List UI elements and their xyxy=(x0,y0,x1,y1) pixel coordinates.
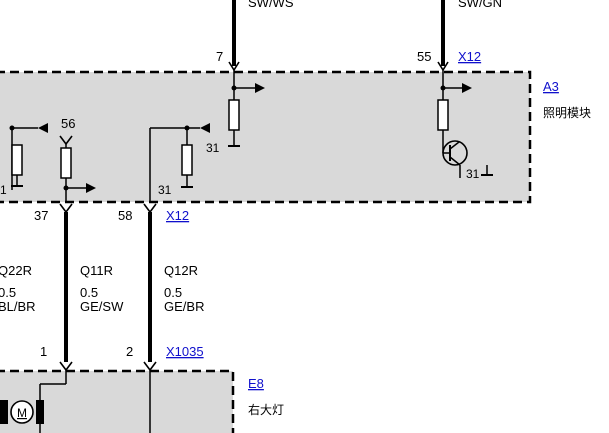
wire-color-sw-gn: SW/GN xyxy=(458,0,502,10)
pin-7-label: 7 xyxy=(216,49,223,64)
pin-56-label: 56 xyxy=(61,116,75,131)
pin-55-label: 55 xyxy=(417,49,431,64)
module-e8-link[interactable]: E8 xyxy=(248,376,264,391)
motor-label: M xyxy=(17,406,27,420)
pin-37-label: 37 xyxy=(34,208,48,223)
arrow-left-icon xyxy=(38,123,48,133)
ground-31-label-b: 31 xyxy=(466,167,480,181)
wire-q12r-color: GE/BR xyxy=(164,299,204,314)
resistor-58 xyxy=(181,144,193,176)
pin-58-connector xyxy=(143,203,157,214)
wire-q12r-code: Q12R xyxy=(164,263,198,278)
resistor-56 xyxy=(60,147,72,179)
pin-37-connector xyxy=(59,203,73,214)
connector-x12-bottom-link[interactable]: X12 xyxy=(166,208,189,223)
ground-label-left: 1 xyxy=(0,183,7,197)
pin-1-connector xyxy=(59,361,73,372)
wire-q11r-code: Q11R xyxy=(80,263,113,278)
arrow-right-icon xyxy=(462,83,472,93)
ground-31-label-c: 31 xyxy=(158,183,172,197)
resistor-55 xyxy=(437,99,449,131)
module-e8-name: 右大灯 xyxy=(248,402,284,417)
resistor-7 xyxy=(228,99,240,131)
connector-x12-top-link[interactable]: X12 xyxy=(458,49,481,64)
lighting-module-box xyxy=(0,70,532,204)
arrow-right-icon xyxy=(255,83,265,93)
headlamp-box xyxy=(0,369,235,433)
ground-31-label-a: 31 xyxy=(206,141,220,155)
wire-q12r-gauge: 0.5 xyxy=(164,285,182,300)
transistor-emitter xyxy=(449,156,461,166)
resistor-left xyxy=(11,144,23,176)
arrow-left-icon xyxy=(200,123,210,133)
wire-q11r-gauge: 0.5 xyxy=(80,285,98,300)
pin-2-label: 2 xyxy=(126,344,133,359)
arrow-right-icon xyxy=(86,183,96,193)
e8-motor-brush xyxy=(36,400,44,424)
pin-2-connector xyxy=(143,361,157,372)
wire-q11r-color: GE/SW xyxy=(80,299,124,314)
pin-1-label: 1 xyxy=(40,344,47,359)
wire-q22r-color: BL/BR xyxy=(0,299,36,314)
pin-58-label: 58 xyxy=(118,208,132,223)
module-a3-name: 照明模块 xyxy=(543,106,591,120)
wire-q22r-gauge: 0.5 xyxy=(0,285,16,300)
module-a3-link[interactable]: A3 xyxy=(543,79,559,94)
wire-q22r-code: Q22R xyxy=(0,263,32,278)
wire-color-sw-ws: SW/WS xyxy=(248,0,294,10)
motor-icon xyxy=(10,400,34,424)
transistor-collector xyxy=(449,141,460,150)
e8-motor-brush-left xyxy=(0,400,8,424)
connector-x1035-link[interactable]: X1035 xyxy=(166,344,204,359)
